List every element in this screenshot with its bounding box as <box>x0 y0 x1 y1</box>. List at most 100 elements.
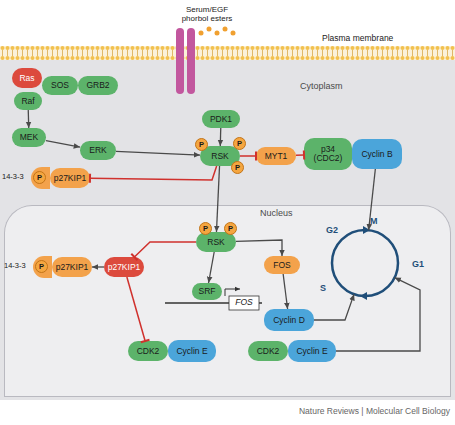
protein-box: ERK <box>80 141 116 160</box>
activation-arrow <box>314 294 354 320</box>
phosphate-circle: P <box>35 260 48 273</box>
protein-name: Raf <box>21 97 34 106</box>
inhibition-line <box>127 277 145 341</box>
inhibition-line <box>90 166 217 180</box>
activation-arrow <box>28 110 30 128</box>
protein-name: MEK <box>20 133 38 142</box>
protein-name: Cyclin D <box>273 316 305 325</box>
protein-box: PDK1 <box>202 110 240 128</box>
gene-box <box>229 296 259 310</box>
activation-arrow <box>46 141 80 147</box>
protein-box: CDK2 <box>248 341 288 361</box>
phase-label: G2 <box>326 226 338 235</box>
adaptor-shape <box>31 167 50 189</box>
protein-name: Cyclin E <box>296 347 327 356</box>
activation-arrow <box>216 166 219 232</box>
activation-arrow <box>283 274 287 309</box>
cycle-ring <box>332 230 398 296</box>
cytoplasm-region: Cytoplasm RasSOS GRB2RafPDK1MEK ERK RSK P P P MY… <box>0 60 455 400</box>
protein-box: SRF <box>192 283 222 300</box>
nucleus-region: NucleusRSKPP14-3-3Pp27KIP1p27KIP1FOSSRFC… <box>4 205 451 397</box>
protein-name: p27KIP1 <box>54 174 87 183</box>
phosphate-circle: P <box>33 171 46 184</box>
gene-name: FOS <box>229 298 259 307</box>
ligand-dot <box>207 27 212 32</box>
protein-box: p27KIP1 <box>52 257 92 277</box>
protein-name: p27KIP1 <box>108 263 141 272</box>
activation-arrow <box>336 278 420 351</box>
phosphate-circle: P <box>195 138 208 151</box>
protein-name: 14-3-3 <box>4 262 26 270</box>
compartment-label: Nucleus <box>260 209 293 218</box>
phosphate-label: P <box>39 263 44 271</box>
stimulus-label: Serum/EGF phorbol esters <box>175 6 239 24</box>
protein-name: CDK2 <box>257 347 280 356</box>
protein-name: Cyclin B <box>361 150 392 159</box>
protein-box: MEK <box>12 128 46 147</box>
protein-box: Cyclin E <box>168 340 216 362</box>
protein-box: FOS <box>264 256 300 274</box>
protein-name: ERK <box>89 146 106 155</box>
phosphate-label: P <box>228 225 233 233</box>
protein-name: p34 (CDC2) <box>312 145 344 163</box>
inhibition-line <box>296 154 304 156</box>
protein-box: CDK2 <box>128 341 168 361</box>
activation-arrow <box>236 240 282 256</box>
protein-name: SRF <box>199 287 216 296</box>
phosphate-circle: P <box>231 161 244 174</box>
phosphate-label: P <box>235 164 240 172</box>
cycle-arrowhead <box>363 226 370 234</box>
protein-name: MYT1 <box>265 152 288 161</box>
ligand-dot <box>199 31 204 36</box>
protein-box: Cyclin D <box>264 309 314 331</box>
ligand-dot <box>215 31 220 36</box>
adaptor-shape: 14-3-3 P <box>4 256 52 278</box>
membrane-band <box>0 46 455 60</box>
activation-arrow <box>209 252 215 283</box>
activation-arrow <box>369 169 376 230</box>
adaptor-shape <box>33 256 52 278</box>
phase-label: G1 <box>412 260 424 269</box>
protein-name: 14-3-3 <box>2 173 24 181</box>
activation-arrow <box>116 151 200 155</box>
phosphate-circle: P <box>233 137 246 150</box>
compartment-label: Cytoplasm <box>300 82 343 91</box>
dna-strand <box>165 302 262 304</box>
phospholipid-bilayer <box>0 46 455 60</box>
adaptor-shape: 14-3-3 P <box>2 167 50 189</box>
activation-arrow <box>92 266 104 267</box>
receptor-chain <box>187 28 195 94</box>
protein-name: GRB2 <box>86 81 109 90</box>
protein-box: p27KIP1 <box>50 168 90 188</box>
protein-name: CDK2 <box>137 347 160 356</box>
cell-cycle-circle: G2MSG1 <box>314 216 432 308</box>
inhibition-line <box>240 155 256 157</box>
inhibition-line <box>134 242 196 257</box>
protein-box: Cyclin B <box>352 139 402 169</box>
source-credit: Nature Reviews | Molecular Cell Biology <box>245 407 450 416</box>
protein-name: RSK <box>207 238 224 247</box>
receptor-chain <box>176 28 184 94</box>
region-label: Plasma membrane <box>322 34 393 43</box>
protein-name: FOS <box>273 261 290 270</box>
promoter-arrow <box>225 289 240 296</box>
protein-box: Ras <box>12 68 42 88</box>
protein-box: Raf <box>14 92 42 110</box>
protein-name: SOS <box>51 81 69 90</box>
protein-box: SOS <box>42 76 78 95</box>
phosphate-circle: P <box>199 222 212 235</box>
ligand-dot <box>231 31 236 36</box>
protein-name: p27KIP1 <box>56 263 89 272</box>
cycle-arrowhead <box>360 292 367 300</box>
phosphate-label: P <box>37 174 42 182</box>
protein-box: p27KIP1 <box>104 257 144 277</box>
protein-name: Cyclin E <box>176 347 207 356</box>
ligand-dot <box>223 27 228 32</box>
phase-label: S <box>320 284 326 293</box>
protein-name: PDK1 <box>210 115 232 124</box>
phosphate-label: P <box>199 141 204 149</box>
